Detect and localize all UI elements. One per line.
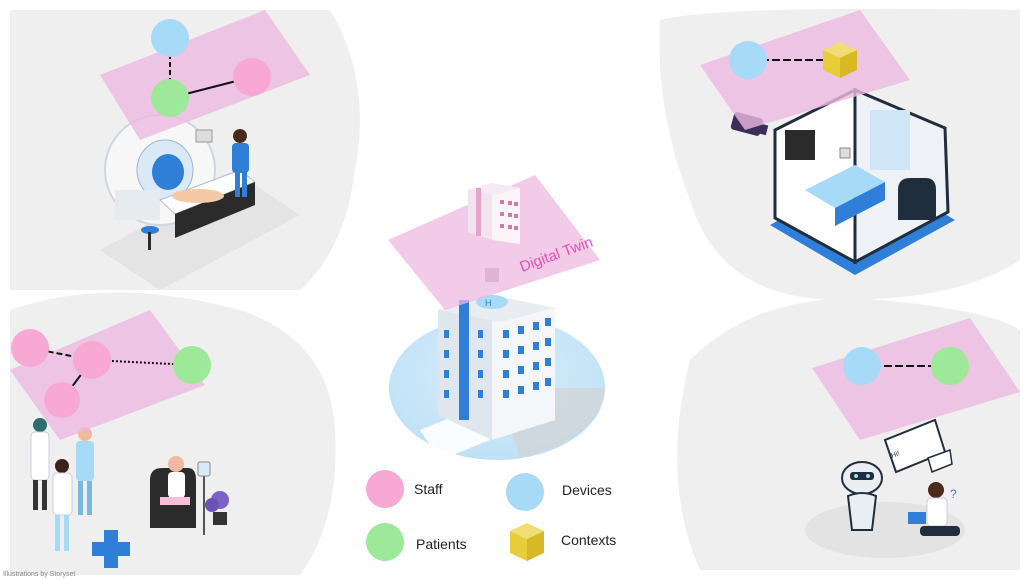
patient-node (931, 347, 969, 385)
patient-node (151, 79, 189, 117)
svg-text:H: H (485, 298, 492, 308)
device-context-graph (700, 10, 910, 130)
mri-room-illustration (100, 114, 300, 290)
device-swatch (506, 473, 544, 511)
device-patient-graph (812, 318, 1020, 440)
chatbot-illustration: Hi! ? (805, 418, 965, 558)
legend-contexts-label: Contexts (561, 532, 616, 548)
staff-node (233, 58, 271, 96)
staff-node (11, 329, 49, 367)
patient-swatch (366, 523, 404, 561)
legend-patients: Patients (366, 523, 467, 561)
legend: Staff Devices Patients Contexts (366, 470, 616, 561)
patient-node (173, 346, 211, 384)
twin-overlay (700, 10, 910, 130)
care-team-illustration (30, 418, 229, 568)
hospital-illustration: H (389, 268, 605, 460)
legend-staff: Staff (366, 470, 443, 508)
staff-swatch (366, 470, 404, 508)
legend-contexts: Contexts (510, 523, 616, 561)
device-node (729, 41, 767, 79)
illustration-credit: Illustrations by Storyset (3, 571, 75, 578)
staff-staff-patient-graph (10, 310, 211, 440)
twin-overlay (812, 318, 1020, 440)
context-swatch (510, 523, 544, 561)
legend-patients-label: Patients (416, 536, 467, 552)
staff-node (73, 341, 111, 379)
digital-twin-overlay (388, 175, 600, 310)
hospital-windows (444, 318, 551, 398)
staff-patient-device-graph (100, 10, 310, 140)
legend-devices-label: Devices (562, 482, 612, 498)
patient-room-illustration (770, 87, 955, 275)
svg-text:?: ? (950, 487, 957, 501)
context-node (823, 42, 857, 78)
twin-overlay (100, 10, 310, 140)
legend-devices: Devices (506, 473, 612, 511)
svg-text:Hi!: Hi! (890, 450, 900, 460)
device-node (843, 347, 881, 385)
legend-staff-label: Staff (414, 481, 443, 497)
staff-node (44, 382, 80, 418)
device-node (151, 19, 189, 57)
